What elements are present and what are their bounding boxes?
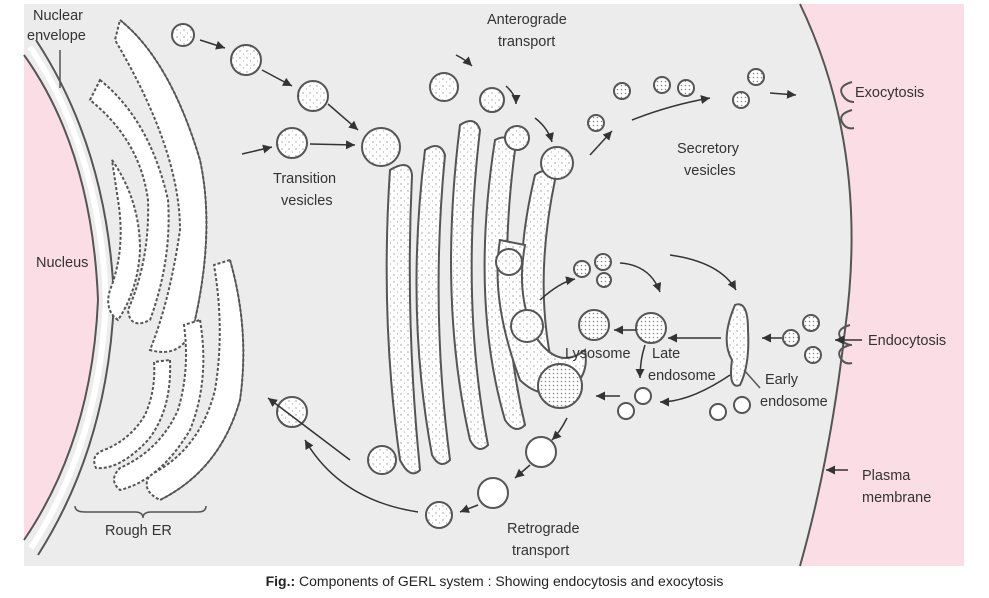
- extracellular-region: [800, 4, 964, 566]
- label-plasma-membrane: Plasma membrane: [862, 468, 931, 506]
- label-secretory-vesicles: Secretory vesicles: [677, 141, 743, 179]
- secretory-vesicles: [587, 68, 765, 132]
- label-retrograde-transport: Retrograde transport: [507, 521, 584, 559]
- gerl-system-diagram: Nuclear envelope Nucleus Rough ER Transi…: [23, 3, 964, 567]
- label-rough-er: Rough ER: [105, 523, 172, 539]
- transition-vesicles: [171, 23, 530, 428]
- label-transition-vesicles: Transition vesicles: [273, 171, 340, 209]
- label-nuclear-envelope: Nuclear envelope: [27, 8, 87, 44]
- plasma-membrane: [799, 3, 853, 567]
- golgi-apparatus: [385, 120, 587, 475]
- nucleus-region: [24, 4, 98, 566]
- label-endocytosis: Endocytosis: [868, 333, 946, 349]
- figure-caption: Fig.: Components of GERL system : Showin…: [0, 573, 989, 589]
- endosomal-system: [573, 253, 822, 421]
- rough-er-brace: [74, 505, 207, 519]
- nuclear-envelope: [23, 54, 100, 541]
- label-late-endosome: Late endosome: [648, 346, 716, 384]
- label-exocytosis: Exocytosis: [855, 85, 924, 101]
- retrograde-vesicles: [477, 436, 557, 509]
- label-nucleus: Nucleus: [36, 255, 88, 271]
- label-early-endosome: Early endosome: [760, 372, 828, 410]
- label-anterograde-transport: Anterograde transport: [487, 12, 571, 50]
- transport-arrows: [199, 39, 862, 513]
- caption-text: Components of GERL system : Showing endo…: [295, 573, 724, 589]
- caption-prefix: Fig.:: [265, 573, 296, 589]
- label-lysosome: Lysosome: [565, 346, 631, 362]
